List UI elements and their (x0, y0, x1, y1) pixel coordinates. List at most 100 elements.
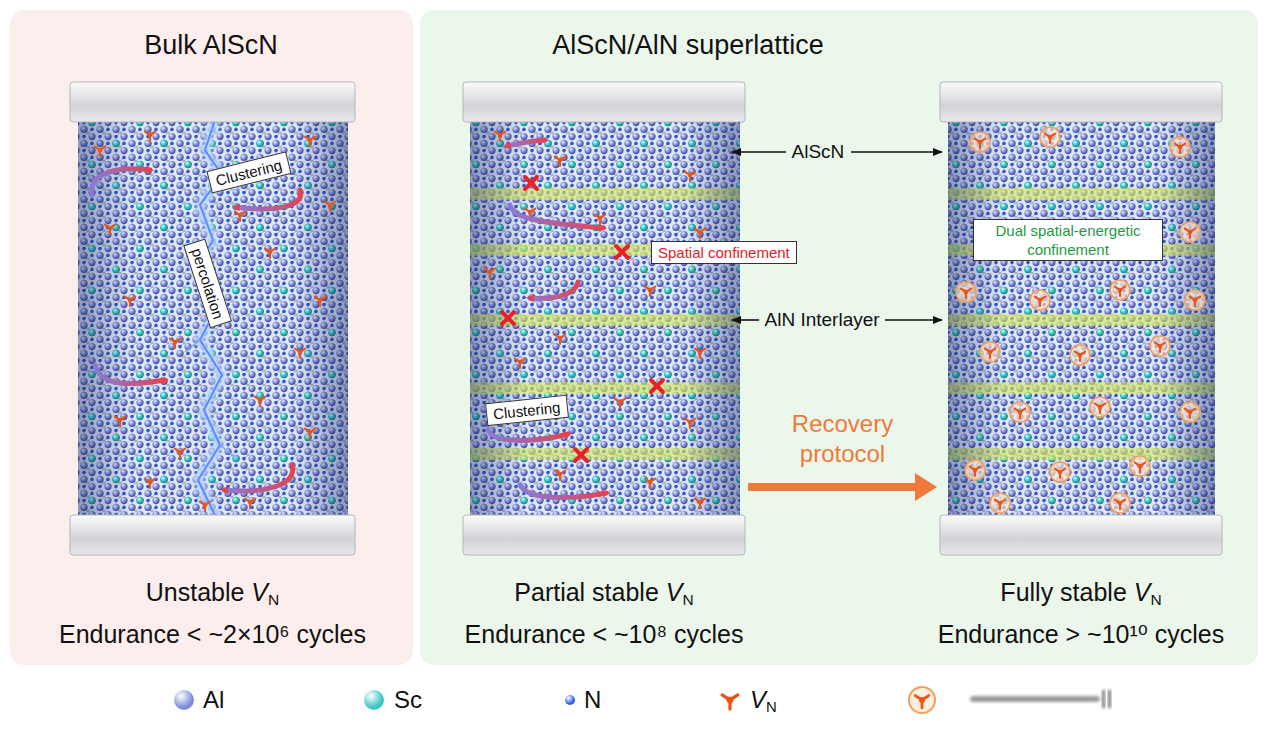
callout-box: Spatial confinement (651, 241, 797, 264)
legend-text: Sc (394, 685, 422, 715)
vacancy-marker (255, 397, 265, 406)
vacancy-marker (175, 449, 185, 458)
migration-arrow (92, 169, 150, 195)
vacancy-marker (1170, 137, 1190, 157)
vacancy-marker (525, 209, 535, 218)
title-slot: Bulk AlScN (0, 28, 531, 62)
vacancy-marker (125, 297, 135, 306)
vacancy-marker (1180, 222, 1200, 242)
crystal-lattice (948, 120, 1215, 517)
legend-icon (909, 687, 935, 713)
aln-interlayer (470, 448, 740, 460)
vacancy-marker (695, 349, 705, 358)
electrode (940, 515, 1222, 555)
legend-slot: Al (203, 685, 224, 715)
migration-arrow (530, 282, 578, 298)
vacancy-marker (1010, 402, 1030, 422)
vacancy-marker (325, 202, 335, 211)
legend-swatch (364, 690, 384, 710)
blocked-mark (502, 312, 514, 324)
edge-label-slot: Recovery protocol (768, 409, 918, 469)
crystal-lattice (78, 120, 1215, 517)
aln-interlayer (470, 314, 740, 326)
migration-arrow (236, 190, 301, 209)
vacancy-marker (145, 479, 155, 488)
crystal-shading (948, 120, 1215, 517)
blocked-mark (616, 246, 628, 258)
annotation-label: AlN Interlayer (765, 308, 880, 332)
aln-interlayer (948, 188, 1215, 200)
migration-arrow (224, 465, 293, 491)
label-slot: AlScN (792, 140, 845, 164)
vacancy-marker (685, 419, 695, 428)
aln-interlayer (470, 188, 740, 200)
legend-icon (909, 687, 935, 713)
callout-text: Clustering (214, 155, 284, 190)
panel-title: Bulk AlScN (144, 28, 278, 62)
vacancy-marker (555, 157, 565, 166)
device-caption: Endurance < ~2×10⁶ cycles (13, 613, 413, 655)
migration-arrow (92, 140, 606, 498)
vacancy-marker (695, 229, 705, 238)
vacancy-marker (235, 212, 245, 221)
vacancy-marker (200, 502, 210, 511)
legend-icon (722, 687, 1111, 713)
callout-text: Clustering (492, 397, 561, 423)
vacancy-marker (265, 249, 275, 258)
aln-interlayer (948, 448, 1215, 460)
crystal-lattice (470, 120, 740, 517)
crystal-lattice (948, 120, 1215, 517)
leader-arrow (732, 151, 786, 153)
crystal-lattice (78, 120, 348, 517)
panel: Bulk AlScNUnstable VNEndurance < ~2×10⁶ … (10, 10, 413, 665)
vacancy-marker (1090, 397, 1110, 417)
leader-arrow (732, 319, 759, 321)
device-stack: Fully stable VNEndurance > ~10¹⁰ cyclesD… (940, 82, 1222, 555)
vacancy-marker (170, 339, 180, 348)
vacancy-marker (315, 297, 325, 306)
migration-arrow (520, 485, 606, 498)
crystal-shading (78, 120, 1215, 517)
legend-swatch (174, 690, 194, 710)
panel-title: AlScN/AlN superlattice (552, 28, 824, 62)
callout-box: Dual spatial-energetic confinement (973, 219, 1163, 261)
label-slot: AlN Interlayer (765, 308, 880, 332)
vacancy-marker (1040, 127, 1060, 147)
panel-ground (420, 10, 1258, 665)
crystal-lattice (470, 120, 740, 517)
vacancy-marker (645, 287, 655, 296)
device-caption: Endurance > ~10¹⁰ cycles (881, 613, 1268, 655)
vacancy-marker (595, 215, 605, 224)
aln-interlayer (948, 314, 1215, 326)
legend-text: N (584, 685, 601, 715)
legend-icon (722, 695, 738, 709)
title-slot: AlScN/AlN superlattice (368, 28, 1008, 62)
crystal-lattice (470, 120, 740, 517)
electrode (463, 82, 745, 122)
device-caption: Fully stable VN (881, 571, 1268, 613)
crystal-lattice (78, 120, 348, 517)
electrode (463, 515, 745, 555)
vacancy-marker (990, 493, 1010, 513)
legend-slot: Sc (394, 685, 422, 715)
callout-text: percolation (187, 245, 228, 321)
vacancy-marker (645, 479, 655, 488)
electrode (940, 82, 1222, 122)
caption-slot: Partial stable VNEndurance < ~10⁸ cycles (404, 571, 804, 655)
vacancy-marker (245, 499, 255, 508)
leader-arrow (851, 151, 942, 153)
legend-swatch (565, 695, 575, 705)
annotation-label: AlScN (792, 140, 845, 164)
callout-text: Dual spatial-energetic confinement (980, 221, 1156, 259)
vacancy-marker (295, 349, 305, 358)
migration-arrow (95, 365, 165, 384)
vacancy-marker (1070, 345, 1090, 365)
edge-label: Recovery protocol (768, 409, 918, 469)
vacancy-marker (1110, 280, 1130, 300)
vacancy-marker (965, 460, 985, 480)
arrow-head (915, 473, 937, 501)
vacancy-marker (115, 417, 125, 426)
vacancy-marker (685, 172, 695, 181)
vacancy-marker (555, 335, 565, 344)
legend-slot: VN (750, 685, 777, 715)
